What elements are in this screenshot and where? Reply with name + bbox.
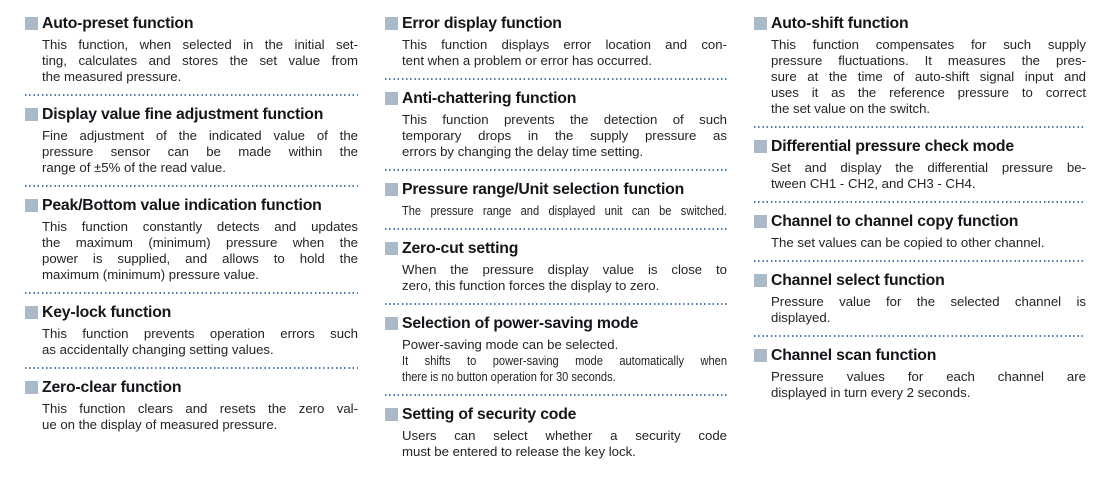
section-heading: Error display function [385, 14, 727, 33]
column-middle: Error display function This function dis… [385, 14, 727, 494]
dotted-divider [25, 185, 358, 187]
section-heading: Zero-clear function [25, 378, 358, 397]
section-title: Peak/Bottom value indication function [42, 197, 322, 214]
column-left: Auto-preset function This function, when… [25, 14, 358, 494]
column-right: Auto-shift function This function compen… [754, 14, 1086, 494]
section-description: The set values can be copied to other ch… [771, 235, 1045, 250]
section-description: Set and display the differential pressur… [771, 160, 1086, 191]
section-heading: Key-lock function [25, 303, 358, 322]
section-heading: Zero-cut setting [385, 239, 727, 258]
section-title: Error display function [402, 15, 562, 32]
function-section-error-display: Error display function This function dis… [385, 14, 727, 69]
section-title: Channel select function [771, 272, 945, 289]
section-description: The pressure range and displayed unit ca… [402, 203, 727, 218]
function-section-peak-bottom: Peak/Bottom value indication function Th… [25, 196, 358, 283]
function-section-anti-chattering: Anti-chattering function This function p… [385, 89, 727, 160]
square-bullet-icon [25, 108, 38, 121]
section-description: This function prevents the detection of … [402, 112, 727, 159]
dotted-divider [754, 335, 1086, 337]
dotted-divider [385, 303, 727, 305]
section-heading: Anti-chattering function [385, 89, 727, 108]
square-bullet-icon [385, 317, 398, 330]
dotted-divider [754, 260, 1086, 262]
section-heading: Display value fine adjustment function [25, 105, 358, 124]
section-description: Power-saving mode can be selected. [402, 337, 619, 352]
dotted-divider [385, 78, 727, 80]
section-description: This function clears and resets the zero… [42, 401, 358, 432]
dotted-divider [385, 169, 727, 171]
section-heading: Selection of power-saving mode [385, 314, 727, 333]
section-heading: Channel select function [754, 271, 1086, 290]
square-bullet-icon [25, 381, 38, 394]
dotted-divider [25, 367, 358, 369]
function-section-channel-select: Channel select function Pressure value f… [754, 271, 1086, 326]
square-bullet-icon [754, 274, 767, 287]
function-section-channel-copy: Channel to channel copy function The set… [754, 212, 1086, 251]
square-bullet-icon [385, 242, 398, 255]
function-section-security-code: Setting of security code Users can selec… [385, 405, 727, 460]
section-description: Pressure value for the selected channel … [771, 294, 1086, 325]
dotted-divider [385, 394, 727, 396]
section-description: This function constantly detects and upd… [42, 219, 358, 282]
dotted-divider [25, 94, 358, 96]
section-title: Pressure range/Unit selection function [402, 181, 685, 198]
section-heading: Channel to channel copy function [754, 212, 1086, 231]
section-description: This function, when selected in the init… [42, 37, 358, 84]
dotted-divider [25, 292, 358, 294]
square-bullet-icon [754, 17, 767, 30]
square-bullet-icon [754, 140, 767, 153]
section-description: When the pressure display value is close… [402, 262, 727, 293]
function-section-channel-scan: Channel scan function Pressure values fo… [754, 346, 1086, 401]
square-bullet-icon [385, 17, 398, 30]
section-title: Differential pressure check mode [771, 138, 1014, 155]
square-bullet-icon [385, 183, 398, 196]
section-title: Setting of security code [402, 406, 577, 423]
square-bullet-icon [385, 92, 398, 105]
section-title: Auto-preset function [42, 15, 194, 32]
function-section-differential-pressure: Differential pressure check mode Set and… [754, 137, 1086, 192]
section-heading: Setting of security code [385, 405, 727, 424]
section-description: This function compensates for such suppl… [771, 37, 1086, 116]
function-section-auto-shift: Auto-shift function This function compen… [754, 14, 1086, 117]
dotted-divider [754, 126, 1086, 128]
section-title: Channel to channel copy function [771, 213, 1019, 230]
function-section-zero-clear: Zero-clear function This function clears… [25, 378, 358, 433]
square-bullet-icon [25, 17, 38, 30]
section-description: This function prevents operation errors … [42, 326, 358, 357]
section-heading: Channel scan function [754, 346, 1086, 365]
square-bullet-icon [385, 408, 398, 421]
section-heading: Auto-preset function [25, 14, 358, 33]
section-heading: Auto-shift function [754, 14, 1086, 33]
section-heading: Peak/Bottom value indication function [25, 196, 358, 215]
square-bullet-icon [25, 306, 38, 319]
function-section-auto-preset: Auto-preset function This function, when… [25, 14, 358, 85]
section-title: Display value fine adjustment function [42, 106, 324, 123]
section-description: This function displays error location an… [402, 37, 727, 68]
section-title: Key-lock function [42, 304, 172, 321]
section-title: Zero-cut setting [402, 240, 519, 257]
section-title: Selection of power-saving mode [402, 315, 639, 332]
function-section-display-fine-adjustment: Display value fine adjustment function F… [25, 105, 358, 176]
section-description: Users can select whether a security code… [402, 428, 727, 459]
section-title: Anti-chattering function [402, 90, 577, 107]
function-section-pressure-range-unit: Pressure range/Unit selection function T… [385, 180, 727, 219]
square-bullet-icon [754, 349, 767, 362]
section-description: Fine adjustment of the indicated value o… [42, 128, 358, 175]
dotted-divider [754, 201, 1086, 203]
section-heading: Pressure range/Unit selection function [385, 180, 727, 199]
section-title: Auto-shift function [771, 15, 909, 32]
function-section-zero-cut: Zero-cut setting When the pressure displ… [385, 239, 727, 294]
section-description-continued: It shifts to power-saving mode automatic… [402, 353, 727, 384]
dotted-divider [385, 228, 727, 230]
section-title: Channel scan function [771, 347, 937, 364]
section-heading: Differential pressure check mode [754, 137, 1086, 156]
square-bullet-icon [754, 215, 767, 228]
function-section-key-lock: Key-lock function This function prevents… [25, 303, 358, 358]
function-section-power-saving: Selection of power-saving mode Power-sav… [385, 314, 727, 385]
square-bullet-icon [25, 199, 38, 212]
section-title: Zero-clear function [42, 379, 182, 396]
